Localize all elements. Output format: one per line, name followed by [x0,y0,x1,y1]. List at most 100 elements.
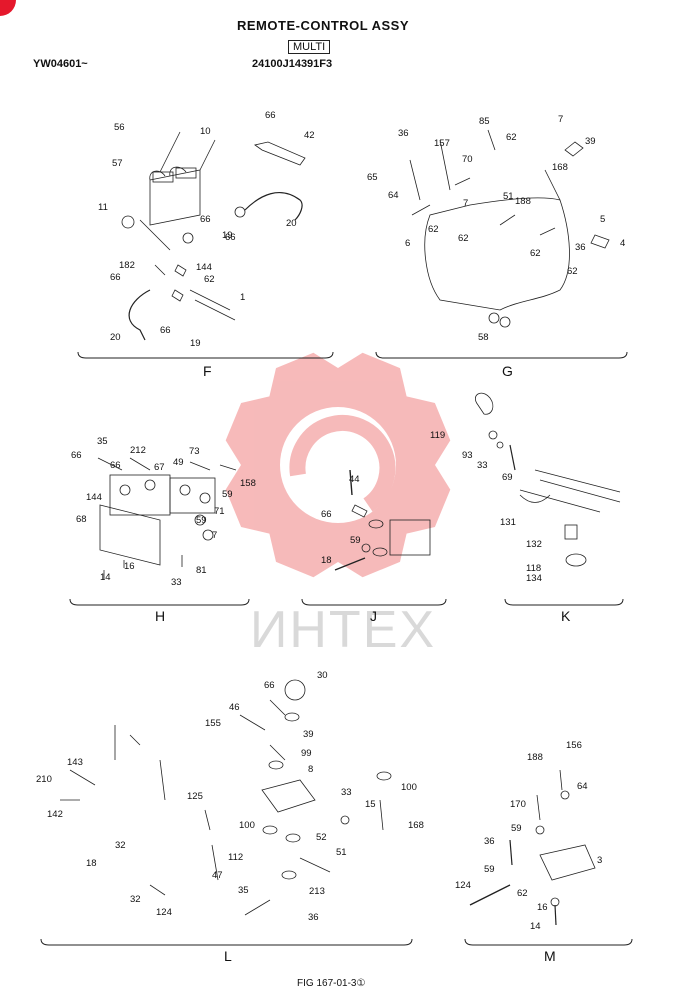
callout-f-144: 144 [196,262,212,273]
panel-letter-J: J [370,608,377,624]
fitting-pins [411,177,556,236]
corner-mark [0,0,16,16]
marker-DR [372,547,388,557]
panel-letter-G: G [502,363,513,379]
fitting-58b [499,316,511,328]
callout-h-59: 59 [196,515,207,526]
marker-P [376,771,392,781]
fitting-leaders [97,457,237,471]
callout-m-124: 124 [455,880,471,891]
marker-P [281,870,297,880]
port-64 [560,790,570,800]
port-67 [144,479,156,491]
callout-m-36: 36 [484,836,495,847]
callout-l-168: 168 [408,820,424,831]
distribution-block-8 [261,779,316,813]
lever-a [152,171,174,183]
callout-j-66: 66 [321,509,332,520]
port-59 [361,543,371,553]
pipe-44 [349,469,353,496]
dashed-guides [114,725,166,801]
panel-bracket-H [69,598,250,606]
callout-m-156: 156 [566,740,582,751]
marker-A [268,760,284,770]
callout-l-32: 32 [115,840,126,851]
pipes-156-170 [536,769,563,821]
plug-4 [590,234,610,249]
port-71 [194,514,206,526]
port-7 [202,529,214,541]
marker-T [262,825,278,835]
marker-B [285,833,301,843]
callout-g-62: 62 [458,233,469,244]
pipes-125-47 [204,809,219,881]
bolt-14 [554,904,557,926]
callout-f-66: 66 [160,325,171,336]
bolt-69 [509,444,516,471]
pump-housing-outline [424,197,570,311]
panel-letter-F: F [203,363,212,379]
callout-f-62: 62 [204,274,215,285]
panel-bracket-K [504,598,624,606]
fitting-pins [139,219,171,276]
callout-h-33: 33 [171,577,182,588]
port-59 [535,825,545,835]
callout-h-49: 49 [173,457,184,468]
callout-g-58: 58 [478,332,489,343]
callout-f-11: 11 [98,202,108,213]
callout-h-66: 66 [110,460,121,471]
washer-33 [340,815,350,825]
callout-l-51: 51 [336,847,347,858]
watermark-text: ИНТЕХ [250,601,437,659]
connector-66 [182,232,194,244]
callout-k-131: 131 [500,517,516,528]
callout-k-119: 119 [430,430,445,441]
callout-k-132: 132 [526,539,542,550]
pipe-124 [469,884,511,906]
callout-l-213: 213 [309,886,325,897]
lever-knob-119 [474,392,494,415]
serial-range: YW04601~ [33,58,88,70]
callout-f-57: 57 [112,158,123,169]
valve-block-3 [539,844,596,881]
callout-f-66: 66 [225,232,236,243]
callout-m-3: 3 [597,855,602,866]
panel-bracket-J [301,598,447,606]
spring-131 [519,494,551,503]
callout-f-19: 19 [190,338,201,349]
callout-h-67: 67 [154,462,165,473]
panel-bracket-L [40,938,413,946]
connector-32 [149,884,166,896]
panel-bracket-G [375,351,628,359]
callout-g-62: 62 [530,248,541,259]
connector-66 [234,206,246,218]
callout-f-56: 56 [114,122,125,133]
bolts [103,555,183,580]
callout-j-59: 59 [350,535,361,546]
panel-letter-K: K [561,608,571,624]
panel-letter-H: H [155,608,165,624]
callout-l-143: 143 [67,757,83,768]
callout-h-73: 73 [189,446,200,457]
hose-20-lower [128,289,151,341]
callout-h-66: 66 [71,450,82,461]
callout-g-7: 7 [558,114,563,125]
connector-66 [351,504,368,518]
callout-g-64: 64 [388,190,399,201]
callout-g-36: 36 [575,242,586,253]
port-66 [119,484,131,496]
callout-l-125: 125 [187,791,203,802]
callout-h-158: 158 [240,478,256,489]
callout-l-35: 35 [238,885,249,896]
callout-g-65: 65 [367,172,378,183]
callout-l-36: 36 [308,912,319,923]
marker-PL [368,519,384,529]
callout-l-15: 15 [365,799,376,810]
port-49 [179,484,191,496]
callout-m-170: 170 [510,799,526,810]
callout-l-142: 142 [47,809,63,820]
bracket-rails [519,469,621,513]
callout-l-100: 100 [401,782,417,793]
